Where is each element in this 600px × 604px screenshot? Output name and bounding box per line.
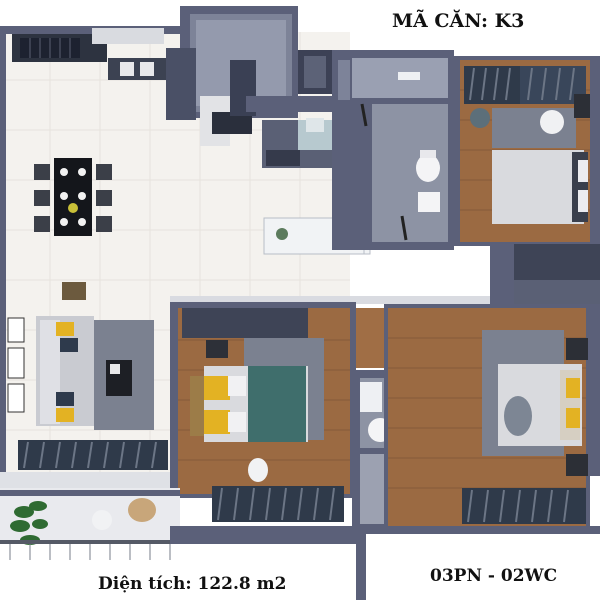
bedroom-top-right: [454, 56, 600, 246]
unit-code-label: MÃ CĂN: K3: [392, 10, 525, 32]
kitchen-counter: [12, 28, 168, 80]
balcony-door: [0, 440, 170, 488]
bedroom-bottom-right: [384, 304, 590, 530]
bedroom-middle-left: [170, 302, 356, 522]
rooms-count-label: 03PN - 02WC: [430, 566, 558, 586]
living-room-furniture: [7, 282, 154, 430]
service-core: [166, 6, 332, 146]
bathroom-top: [332, 50, 454, 250]
corridor-wall: [170, 244, 600, 304]
dining-table: [34, 158, 112, 236]
area-label: Diện tích: 122.8 m2: [98, 574, 287, 594]
balcony: [0, 488, 180, 560]
